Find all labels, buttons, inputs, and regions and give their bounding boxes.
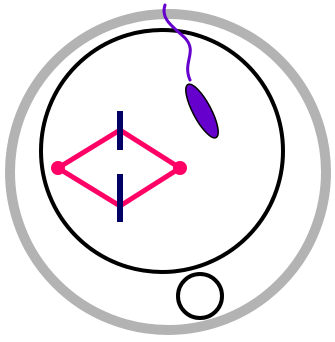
small-bottom-circle <box>178 274 222 318</box>
spindle-pole-right <box>173 161 187 175</box>
spindle-pole-left <box>51 161 65 175</box>
spindle-lower-right <box>120 168 180 206</box>
spindle-upper-left <box>58 130 120 168</box>
spindle-upper-right <box>120 130 180 168</box>
spindle-lower-left <box>58 168 120 206</box>
flagellum-head <box>180 80 224 141</box>
inner-nucleus-circle <box>41 30 283 272</box>
